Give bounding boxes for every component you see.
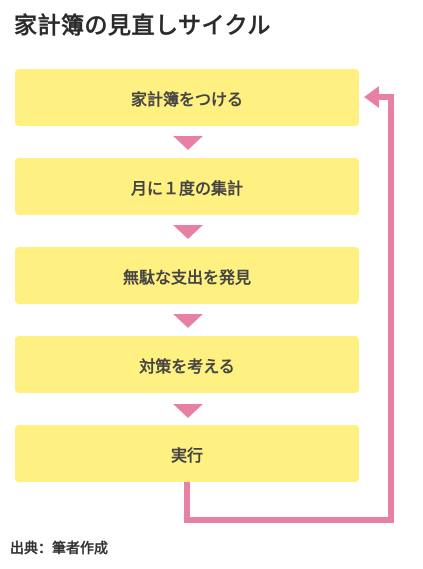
step-box-5: 実行 xyxy=(15,425,359,482)
diagram-title: 家計簿の見直しサイクル xyxy=(14,13,271,39)
step-box-4: 対策を考える xyxy=(15,336,359,393)
down-arrow-icon-3 xyxy=(173,314,203,328)
step-label-1: 家計簿をつける xyxy=(130,89,243,109)
step-label-5: 実行 xyxy=(170,445,203,465)
step-box-2: 月に１度の集計 xyxy=(15,158,359,215)
down-arrow-icon-1 xyxy=(173,136,203,150)
step-box-1: 家計簿をつける xyxy=(15,69,359,126)
down-arrow-icon-4 xyxy=(173,404,203,418)
loop-arrowhead-icon xyxy=(364,86,379,108)
down-arrow-icon-2 xyxy=(173,225,203,239)
step-label-4: 対策を考える xyxy=(139,356,235,376)
step-label-3: 無駄な支出を発見 xyxy=(122,267,251,287)
step-label-2: 月に１度の集計 xyxy=(130,178,243,198)
loop-back-line xyxy=(184,94,394,523)
source-note: 出典：筆者作成 xyxy=(10,541,108,557)
step-box-3: 無駄な支出を発見 xyxy=(15,247,359,304)
